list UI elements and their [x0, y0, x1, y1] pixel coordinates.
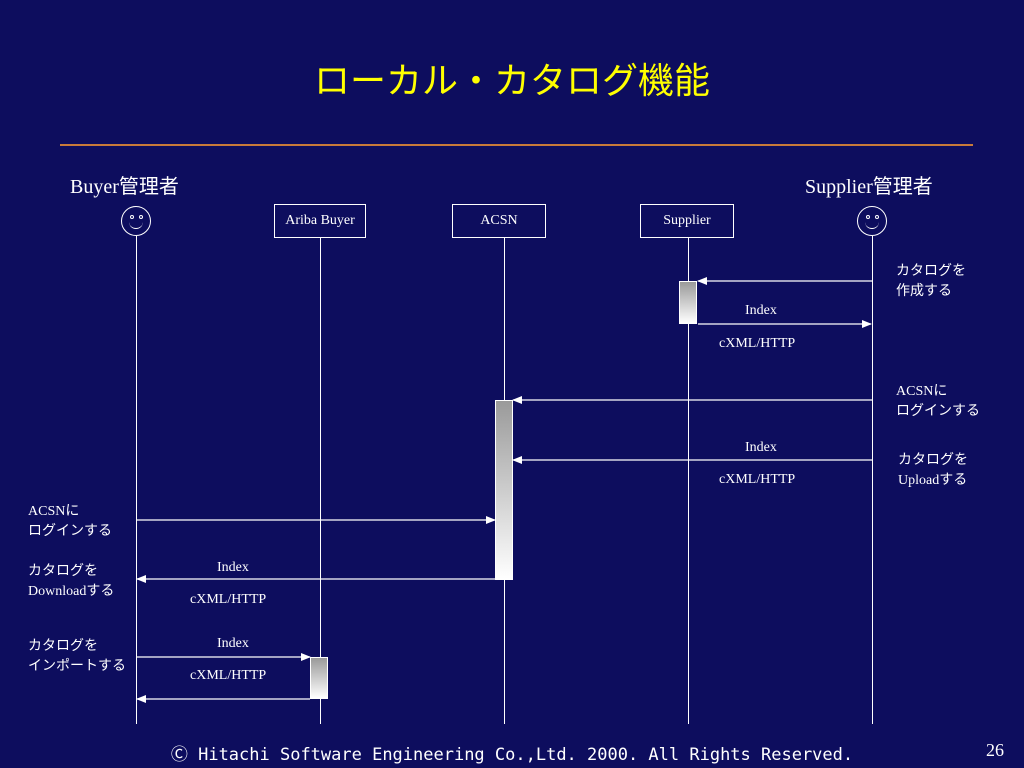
note-buyer-download-line2: Downloadする — [28, 584, 115, 599]
slide-title: ローカル・カタログ機能 — [313, 61, 710, 102]
acsn-label: ACSN — [480, 213, 518, 228]
supplier-box: Supplier — [640, 204, 734, 238]
msg3-protocol-label: cXML/HTTP — [190, 592, 267, 607]
note-supplier-upload-line2: Uploadする — [898, 473, 968, 488]
ariba-buyer-label: Ariba Buyer — [285, 213, 355, 228]
msg2-index-label: Index — [745, 440, 777, 455]
note-supplier-login: ACSNに ログインする — [896, 382, 980, 422]
note-buyer-login-line1: ACSNに — [28, 504, 80, 519]
ariba-buyer-lifeline — [320, 238, 321, 724]
note-supplier-upload: カタログを Uploadする — [898, 451, 968, 491]
acsn-box: ACSN — [452, 204, 546, 238]
msg4-protocol-label: cXML/HTTP — [190, 668, 267, 683]
ariba-buyer-box: Ariba Buyer — [274, 204, 366, 238]
msg3-index-label: Index — [217, 560, 249, 575]
supplier-admin-lifeline — [872, 236, 873, 724]
note-buyer-download: カタログを Downloadする — [28, 562, 114, 602]
buyer-admin-smiley-icon — [121, 206, 151, 236]
ariba-buyer-activation — [310, 657, 328, 699]
note-supplier-create-line1: カタログを — [896, 264, 966, 279]
note-buyer-login-line2: ログインする — [28, 524, 112, 539]
note-supplier-upload-line1: カタログを — [898, 453, 968, 468]
note-buyer-login: ACSNに ログインする — [28, 502, 112, 542]
page-number: 26 — [986, 740, 1004, 760]
supplier-admin-smiley-icon — [857, 206, 887, 236]
note-buyer-import: カタログを インポートする — [28, 637, 126, 677]
note-supplier-login-line1: ACSNに — [896, 384, 948, 399]
supplier-activation — [679, 281, 697, 324]
note-buyer-download-line1: カタログを — [28, 564, 98, 579]
title-divider — [60, 144, 973, 146]
note-supplier-create-line2: 作成する — [896, 284, 952, 299]
note-supplier-create: カタログを 作成する — [896, 262, 966, 302]
note-buyer-import-line1: カタログを — [28, 639, 98, 654]
note-buyer-import-line2: インポートする — [28, 659, 126, 674]
msg2-protocol-label: cXML/HTTP — [719, 472, 796, 487]
buyer-admin-lifeline — [136, 236, 137, 724]
msg1-index-label: Index — [745, 303, 777, 318]
msg4-index-label: Index — [217, 636, 249, 651]
note-supplier-login-line2: ログインする — [896, 404, 980, 419]
supplier-admin-label: Supplier管理者 — [805, 176, 933, 198]
msg1-protocol-label: cXML/HTTP — [719, 336, 796, 351]
supplier-label: Supplier — [663, 213, 711, 228]
buyer-admin-label: Buyer管理者 — [70, 176, 179, 198]
supplier-lifeline — [688, 238, 689, 724]
copyright-footer: Ⓒ Hitachi Software Engineering Co.,Ltd. … — [170, 745, 854, 765]
